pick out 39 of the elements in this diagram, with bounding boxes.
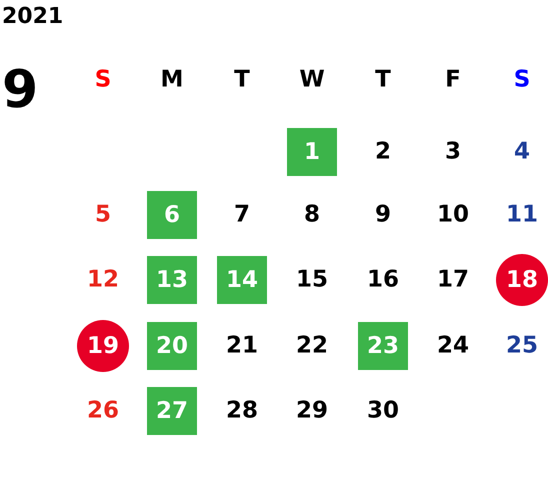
weekday-label: W — [299, 68, 325, 92]
date-number: 24 — [437, 334, 469, 358]
highlighted-date-marker: 6 — [147, 191, 197, 239]
date-number: 21 — [226, 334, 258, 358]
date-number: 17 — [437, 268, 469, 292]
date-number: 28 — [226, 400, 258, 422]
date-number: 8 — [304, 204, 320, 226]
weekday-label: F — [445, 68, 461, 92]
date-number: 7 — [234, 204, 250, 226]
highlighted-date-marker: 23 — [358, 322, 408, 370]
date-number: 22 — [296, 334, 328, 358]
year-label: 2021 — [2, 6, 64, 28]
date-number: 9 — [375, 204, 391, 226]
highlighted-date-marker: 14 — [217, 256, 267, 304]
date-number: 12 — [87, 268, 119, 292]
holiday-date-marker: 18 — [496, 254, 548, 306]
date-number: 26 — [87, 400, 119, 422]
date-number: 11 — [506, 204, 538, 226]
date-number: 10 — [437, 204, 469, 226]
highlighted-date-marker: 1 — [287, 128, 337, 176]
weekday-label: T — [234, 68, 250, 92]
highlighted-date-marker: 20 — [147, 322, 197, 370]
highlighted-date-marker: 27 — [147, 387, 197, 435]
weekday-label: M — [160, 68, 184, 92]
month-number: 9 — [2, 64, 38, 116]
date-number: 5 — [95, 204, 111, 226]
date-number: 16 — [367, 268, 399, 292]
date-number: 4 — [514, 140, 530, 164]
date-number: 15 — [296, 268, 328, 292]
date-number: 30 — [367, 400, 399, 422]
date-number: 25 — [506, 334, 538, 358]
holiday-date-marker: 19 — [77, 320, 129, 372]
weekday-label: S — [94, 68, 112, 92]
date-number: 29 — [296, 400, 328, 422]
date-number: 2 — [375, 140, 391, 164]
date-number: 3 — [445, 140, 461, 164]
highlighted-date-marker: 13 — [147, 256, 197, 304]
weekday-label: T — [375, 68, 391, 92]
weekday-label: S — [514, 68, 530, 92]
